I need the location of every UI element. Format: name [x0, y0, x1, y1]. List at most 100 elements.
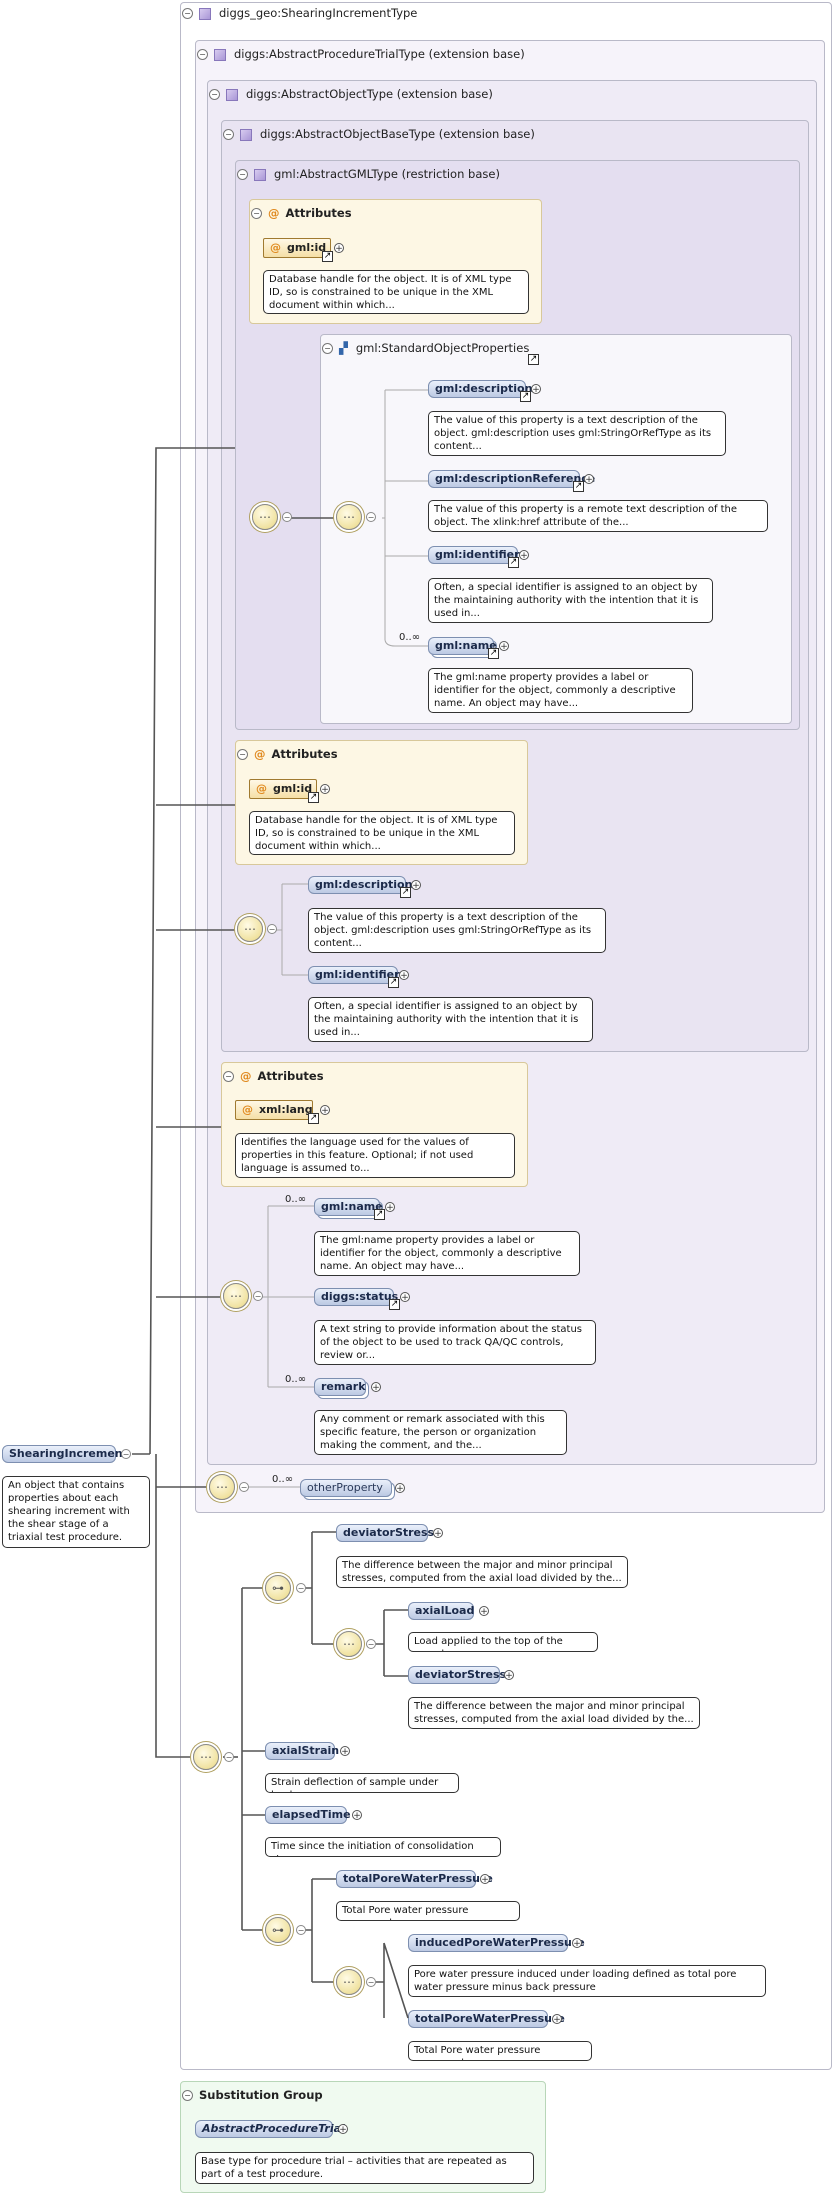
gml-id-attribute[interactable]: @gml:id [263, 238, 331, 258]
gml-description-reference-element[interactable]: gml:descriptionReference [428, 470, 595, 488]
expand-icon[interactable]: + [584, 474, 594, 485]
reference-arrow-icon: ↗ [374, 1209, 385, 1220]
expand-icon[interactable]: + [572, 1938, 582, 1949]
choice-compositor-icon[interactable]: ⊶ [265, 1575, 291, 1601]
expand-icon[interactable]: + [433, 1528, 443, 1539]
base-attributes-header: −@Attributes [237, 747, 338, 761]
expand-icon[interactable]: + [504, 1670, 514, 1681]
gml-description-element[interactable]: gml:description [428, 380, 532, 398]
collapse-toggle-icon[interactable]: − [223, 129, 234, 140]
collapse-toggle-icon[interactable]: − [253, 1291, 263, 1301]
complex-type-icon [226, 88, 238, 101]
choice-compositor-icon[interactable]: ⊶ [265, 1917, 291, 1943]
expand-icon[interactable]: + [411, 880, 421, 891]
deviator-stress-text: The difference between the major and min… [336, 1556, 628, 1588]
xml-lang-attribute[interactable]: @xml:lang [235, 1100, 313, 1120]
base-gml-description-element[interactable]: gml:description [308, 876, 412, 894]
procedure-trial-header: −diggs:AbstractProcedureTrialType (exten… [197, 47, 525, 61]
expand-icon[interactable]: + [395, 1483, 405, 1494]
sequence-compositor-icon[interactable]: ⋯ [237, 916, 263, 942]
collapse-toggle-icon[interactable]: − [197, 49, 208, 60]
expand-icon[interactable]: + [385, 1202, 395, 1213]
collapse-toggle-icon[interactable]: − [223, 1071, 234, 1082]
elapsed-time-element[interactable]: elapsedTime [265, 1806, 351, 1824]
expand-icon[interactable]: + [371, 1382, 381, 1393]
expand-icon[interactable]: + [531, 384, 541, 395]
total-pore-water-pressure-text: Total Pore water pressure measured [336, 1901, 520, 1921]
collapse-toggle-icon[interactable]: − [366, 1639, 376, 1649]
collapse-toggle-icon[interactable]: − [237, 169, 248, 180]
axial-load-element[interactable]: axialLoad [408, 1602, 474, 1620]
collapse-toggle-icon[interactable]: − [282, 512, 292, 522]
sequence-compositor-icon[interactable]: ⋯ [209, 1474, 235, 1500]
collapse-toggle-icon[interactable]: − [182, 8, 193, 19]
shearing-increment-root-element[interactable]: ShearingIncrement [2, 1445, 128, 1463]
expand-icon[interactable]: + [334, 243, 344, 254]
collapse-toggle-icon[interactable]: − [182, 2090, 193, 2101]
expand-icon[interactable]: + [399, 970, 409, 981]
sequence-compositor-icon[interactable]: ⋯ [336, 1969, 362, 1995]
reference-arrow-icon: ↗ [508, 557, 519, 568]
seq-total-pore-water-pressure-element[interactable]: totalPoreWaterPressure [408, 2010, 565, 2028]
collapse-toggle-icon[interactable]: − [267, 924, 277, 934]
remark-element[interactable]: remark [314, 1378, 366, 1396]
expand-icon[interactable]: + [340, 1746, 350, 1757]
abstract-procedure-trial-text: Base type for procedure trial – activiti… [195, 2152, 534, 2184]
attribute-name: xml:lang [259, 1103, 313, 1116]
reference-arrow-icon: ↗ [322, 251, 333, 262]
sequence-compositor-icon[interactable]: ⋯ [336, 504, 362, 530]
axial-load-text: Load applied to the top of the sample [408, 1632, 598, 1652]
expand-icon[interactable]: + [519, 550, 529, 561]
object-type-title: diggs:AbstractObjectType (extension base… [246, 87, 493, 101]
collapse-toggle-icon[interactable]: − [296, 1925, 306, 1935]
induced-pore-water-pressure-element[interactable]: inducedPoreWaterPressure [408, 1934, 585, 1952]
deviator-stress-element[interactable]: deviatorStress [336, 1524, 434, 1542]
gml-identifier-element[interactable]: gml:identifier [428, 546, 520, 564]
expand-icon[interactable]: + [338, 2124, 348, 2135]
seq-deviator-stress-element[interactable]: deviatorStress [408, 1666, 506, 1684]
expand-icon[interactable]: + [320, 784, 330, 795]
collapse-toggle-icon[interactable]: − [237, 749, 248, 760]
base-gml-id-attribute[interactable]: @gml:id [249, 779, 317, 799]
reference-arrow-icon: ↗ [488, 648, 499, 659]
expand-icon[interactable]: + [352, 1810, 362, 1821]
type-title: diggs_geo:ShearingIncrementType [219, 6, 418, 20]
expand-icon[interactable]: + [479, 1606, 489, 1617]
trunk-vertical-line [155, 1454, 190, 1758]
diggs-status-element[interactable]: diggs:status [314, 1288, 398, 1306]
std-props-bracket [382, 389, 428, 647]
object-base-type-title: diggs:AbstractObjectBaseType (extension … [260, 127, 535, 141]
attributes-title: Attributes [271, 747, 338, 761]
base-gml-identifier-element[interactable]: gml:identifier [308, 966, 400, 984]
sequence-compositor-icon[interactable]: ⋯ [223, 1283, 249, 1309]
object-gml-name-element[interactable]: gml:name [314, 1198, 383, 1216]
collapse-toggle-icon[interactable]: − [366, 512, 376, 522]
collapse-toggle-icon[interactable]: − [322, 343, 333, 354]
reference-arrow-icon: ↗ [308, 792, 319, 803]
collapse-toggle-icon[interactable]: − [366, 1977, 376, 1987]
other-property-element[interactable]: otherProperty [300, 1479, 392, 1497]
collapse-toggle-icon[interactable]: − [121, 1449, 131, 1459]
sequence-compositor-icon[interactable]: ⋯ [193, 1744, 219, 1770]
expand-icon[interactable]: + [499, 641, 509, 652]
collapse-toggle-icon[interactable]: − [251, 208, 262, 219]
expand-icon[interactable]: + [400, 1292, 410, 1303]
seq-total-pore-water-pressure-text: Total Pore water pressure measured [408, 2041, 592, 2061]
sequence-compositor-icon[interactable]: ⋯ [336, 1631, 362, 1657]
collapse-toggle-icon[interactable]: − [224, 1752, 234, 1762]
abstract-procedure-trial-element[interactable]: AbstractProcedureTrial [195, 2120, 345, 2138]
gml-name-element[interactable]: gml:name [428, 637, 497, 655]
collapse-toggle-icon[interactable]: − [239, 1482, 249, 1492]
expand-icon[interactable]: + [552, 2014, 562, 2025]
remark-cardinality: 0..∞ [285, 1374, 307, 1385]
total-pore-water-pressure-element[interactable]: totalPoreWaterPressure [336, 1870, 493, 1888]
axial-strain-element[interactable]: axialStrain [265, 1742, 339, 1760]
axial-strain-text: Strain deflection of sample under load [265, 1773, 459, 1793]
collapse-toggle-icon[interactable]: − [296, 1583, 306, 1593]
gml-name-text: The gml:name property provides a label o… [428, 668, 693, 713]
expand-icon[interactable]: + [480, 1874, 490, 1885]
expand-icon[interactable]: + [320, 1105, 330, 1116]
collapse-toggle-icon[interactable]: − [209, 89, 220, 100]
sequence-compositor-icon[interactable]: ⋯ [252, 504, 278, 530]
